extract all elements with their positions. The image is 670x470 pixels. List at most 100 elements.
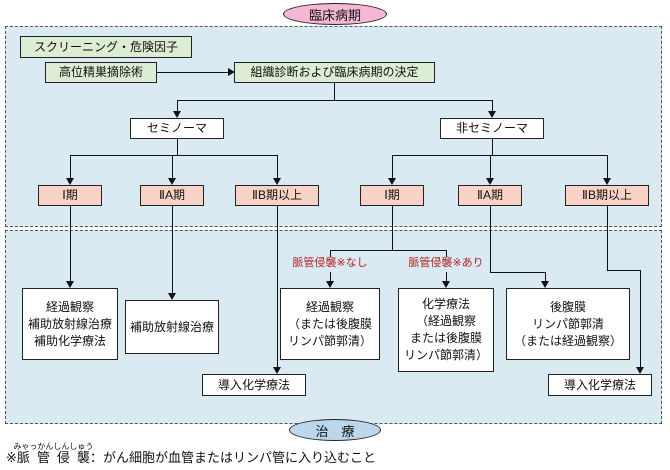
connector [70, 206, 71, 281]
treatment-line: 後腹膜 [549, 299, 586, 314]
connector [640, 270, 641, 367]
connector [492, 100, 493, 111]
arrowhead [228, 68, 235, 76]
screening-risk-factor-label: スクリーニング・危険因子 [33, 39, 178, 54]
treatment-line: リンパ節郭清） [403, 348, 488, 362]
arrowhead [388, 178, 396, 185]
treatment-line: 導入化学療法 [563, 377, 636, 392]
treatment-non1-invasion-box: 化学療法 （経過観察 または後腹膜 リンパ節郭清） [398, 288, 494, 372]
no-vascular-invasion-label: 脈管侵襲※なし [292, 257, 368, 269]
sem-stage2a-label: ⅡA期 [159, 188, 185, 202]
treatment-line: 経過観察 [45, 299, 94, 314]
connector [607, 206, 608, 270]
sem-stage2b-box: ⅡB期以上 [235, 185, 319, 206]
arrowhead [66, 178, 74, 185]
connector [330, 250, 331, 257]
arrowhead [66, 281, 74, 288]
treatment-ellipse: 治 療 [289, 419, 381, 441]
vascular-invasion-label: 脈管侵襲※あり [408, 257, 484, 269]
treatment-line: （または後腹膜 [287, 316, 372, 331]
connector [607, 155, 608, 178]
nonseminoma-label: 非セミノーマ [455, 121, 528, 135]
treatment-line: （または経過観察） [513, 333, 622, 348]
sem-stage2a-box: ⅡA期 [140, 185, 204, 206]
treatment-line: リンパ節郭清 [531, 316, 604, 331]
sem-stage2b-label: ⅡB期以上 [252, 188, 302, 202]
arrowhead [486, 178, 494, 185]
connector [490, 272, 546, 273]
arrowhead [488, 111, 496, 118]
connector [490, 206, 491, 272]
connector [172, 206, 173, 293]
diagnosis-box: 組織診断および臨床病期の決定 [234, 62, 435, 83]
treatment-line: 経過観察 [305, 299, 354, 314]
treatment-line: リンパ節郭清） [287, 333, 372, 348]
footnote-separator: ： [89, 450, 103, 465]
connector [177, 139, 178, 155]
connector [392, 155, 393, 178]
connector [277, 155, 278, 178]
diagnosis-label: 組織診断および臨床病期の決定 [250, 65, 419, 79]
sem-stage1-box: Ⅰ期 [38, 185, 102, 206]
non-stage2a-box: ⅡA期 [458, 185, 522, 206]
treatment-non1-noinvasion-box: 経過観察 （または後腹膜 リンパ節郭清） [280, 288, 380, 360]
arrowhead [326, 281, 334, 288]
connector [446, 272, 447, 281]
induction-chemo-right-box: 導入化学療法 [548, 374, 652, 396]
treatment-line: 導入化学療法 [217, 377, 290, 392]
treatment-line: 補助放射線治療 [129, 319, 214, 334]
treatment-line: 補助化学療法 [33, 333, 106, 348]
treatment-line: 補助放射線治療 [27, 316, 112, 331]
footnote-text: がん細胞が血管またはリンパ管に入り込むこと [102, 450, 376, 465]
orchiectomy-box: 高位精巣摘除術 [45, 62, 157, 83]
connector [545, 272, 546, 281]
induction-chemo-left-box: 導入化学療法 [202, 374, 306, 396]
arrowhead [442, 281, 450, 288]
connector [172, 155, 173, 178]
connector [157, 72, 228, 73]
connector [70, 155, 278, 156]
arrowhead [636, 367, 644, 374]
clinical-stage-ellipse: 臨床病期 [283, 3, 387, 25]
seminoma-box: セミノーマ [130, 118, 224, 139]
non-stage1-box: Ⅰ期 [360, 185, 424, 206]
footnote: ※脈管侵襲みゃっかんしんしゅう：がん細胞が血管またはリンパ管に入り込むこと [6, 442, 376, 466]
footnote-furigana: みゃっかんしんしゅう [13, 442, 94, 451]
clinical-stage-region [5, 26, 662, 227]
connector [607, 270, 641, 271]
connector [177, 100, 178, 111]
arrowhead [541, 281, 549, 288]
arrowhead [168, 293, 176, 300]
connector [392, 155, 608, 156]
connector [492, 139, 493, 155]
treatment-line: （経過観察 [415, 314, 476, 328]
treatment-sem1-box: 経過観察 補助放射線治療 補助化学療法 [22, 288, 118, 360]
non-stage2b-box: ⅡB期以上 [565, 185, 649, 206]
treatment-line: 化学療法 [421, 297, 470, 311]
footnote-prefix: ※ [6, 450, 17, 465]
sem-stage1-label: Ⅰ期 [62, 188, 78, 202]
orchiectomy-label: 高位精巣摘除術 [58, 65, 143, 79]
non-stage2b-label: ⅡB期以上 [582, 188, 632, 202]
treatment-non2a-box: 後腹膜 リンパ節郭清 （または経過観察） [506, 288, 630, 360]
connector [446, 250, 447, 257]
footnote-term-ruby: 脈管侵襲みゃっかんしんしゅう [13, 442, 93, 465]
non-stage1-label: Ⅰ期 [384, 188, 400, 202]
connector [392, 206, 393, 250]
connector [177, 100, 493, 101]
connector [70, 155, 71, 178]
clinical-stage-label: 臨床病期 [308, 7, 361, 23]
connector [334, 83, 335, 100]
treatment-line: または後腹膜 [409, 331, 482, 345]
connector [330, 250, 447, 251]
treatment-sem2a-box: 補助放射線治療 [125, 300, 219, 354]
footnote-term: 脈管侵襲 [13, 450, 94, 465]
arrowhead [168, 178, 176, 185]
connector [277, 206, 278, 367]
arrowhead [273, 178, 281, 185]
treatment-label: 治 療 [315, 423, 355, 439]
connector [330, 272, 331, 281]
arrowhead [273, 367, 281, 374]
arrowhead [603, 178, 611, 185]
